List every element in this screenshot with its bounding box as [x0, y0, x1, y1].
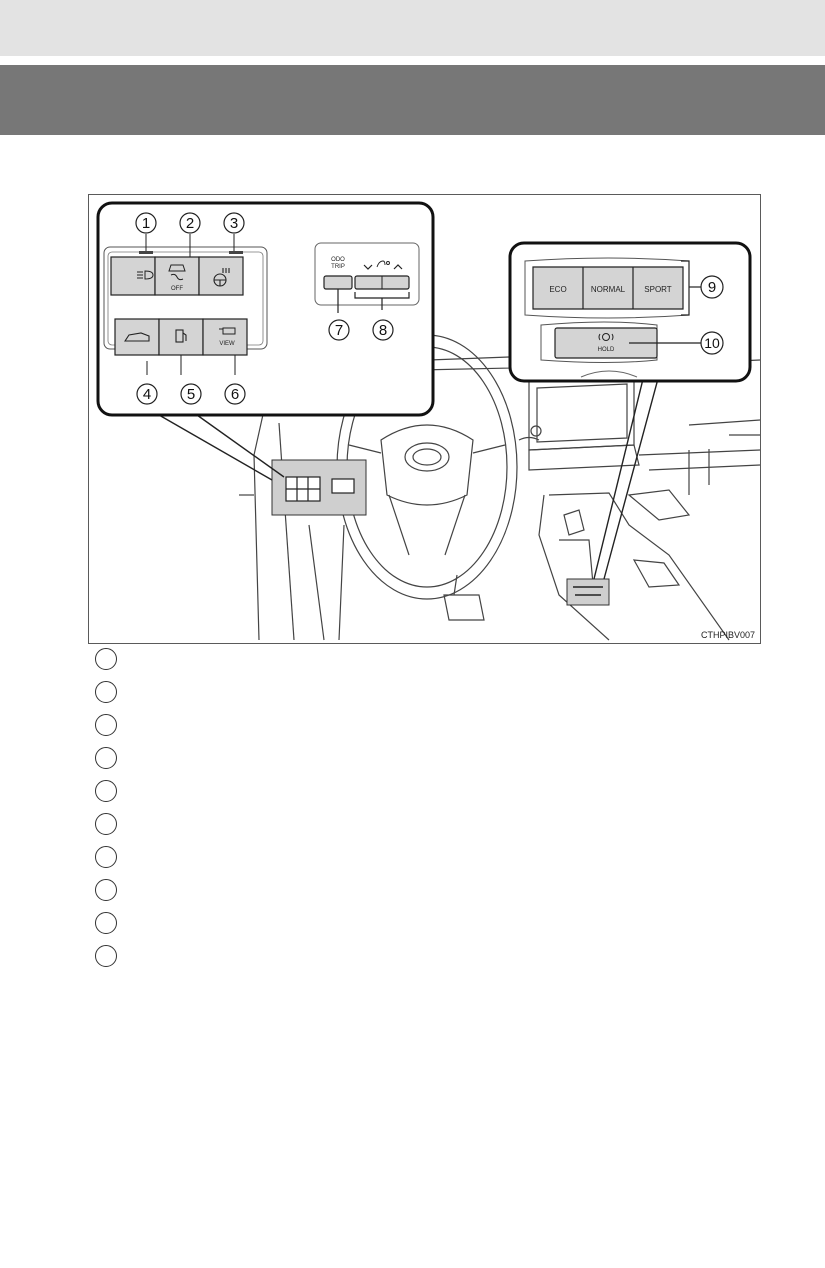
steering-heater-icon	[213, 268, 230, 287]
leader-lines	[158, 374, 660, 580]
list-item	[95, 747, 735, 780]
chevron-up-icon	[393, 264, 403, 270]
vsc-off-label: OFF	[171, 286, 183, 292]
brake-hold-icon	[598, 333, 614, 341]
switch-location-highlight	[271, 459, 610, 606]
callout-num-7: 7	[335, 322, 343, 339]
list-item	[95, 846, 735, 879]
callout-num-8: 8	[379, 322, 387, 339]
callout-num-3: 3	[230, 215, 238, 232]
odo-label: ODO	[331, 257, 345, 263]
callout-num-2: 2	[186, 215, 194, 232]
callout-circle	[95, 714, 117, 736]
callout-circle	[95, 912, 117, 934]
list-item	[95, 912, 735, 945]
left-switch-panel: OFF VIEW ODO TRIP	[96, 201, 435, 417]
callout-circle	[95, 648, 117, 670]
list-item	[95, 681, 735, 714]
list-item	[95, 648, 735, 681]
callout-circle	[95, 945, 117, 967]
trunk-icon	[123, 332, 150, 342]
fuel-door-icon	[175, 329, 187, 343]
callout-num-9: 9	[708, 279, 716, 296]
trip-label: TRIP	[331, 264, 345, 270]
sport-label: SPORT	[644, 285, 672, 294]
hold-label: HOLD	[598, 347, 615, 353]
image-code: CTHPIBV007	[701, 630, 755, 640]
section-title-bar	[0, 65, 825, 135]
callout-num-4: 4	[143, 386, 151, 403]
list-item	[95, 945, 735, 978]
callout-num-5: 5	[187, 386, 195, 403]
callout-list	[95, 648, 735, 978]
camera-view-icon	[219, 327, 236, 335]
callout-circle	[95, 813, 117, 835]
callout-circle	[95, 747, 117, 769]
meter-display-icon	[376, 260, 390, 268]
callout-num-6: 6	[231, 386, 239, 403]
dashboard-illustration: OFF VIEW ODO TRIP	[88, 194, 761, 644]
view-label: VIEW	[219, 341, 235, 347]
chevron-down-icon	[363, 264, 373, 270]
page-top-band	[0, 0, 825, 56]
right-switch-panel: ECO NORMAL SPORT HOLD 9 10	[508, 241, 752, 383]
vsc-off-icon	[168, 264, 186, 281]
callout-circle	[95, 681, 117, 703]
callout-num-10: 10	[704, 335, 720, 351]
callout-num-1: 1	[142, 215, 150, 232]
auto-high-beam-icon	[137, 270, 154, 280]
callout-circle	[95, 780, 117, 802]
eco-label: ECO	[549, 285, 566, 294]
panel-callout-numbers: 1 2 3 4 5 6 7 8	[135, 212, 394, 405]
normal-label: NORMAL	[591, 285, 626, 294]
list-item	[95, 879, 735, 912]
list-item	[95, 813, 735, 846]
callout-circle	[95, 846, 117, 868]
list-item	[95, 780, 735, 813]
callout-circle	[95, 879, 117, 901]
list-item	[95, 714, 735, 747]
